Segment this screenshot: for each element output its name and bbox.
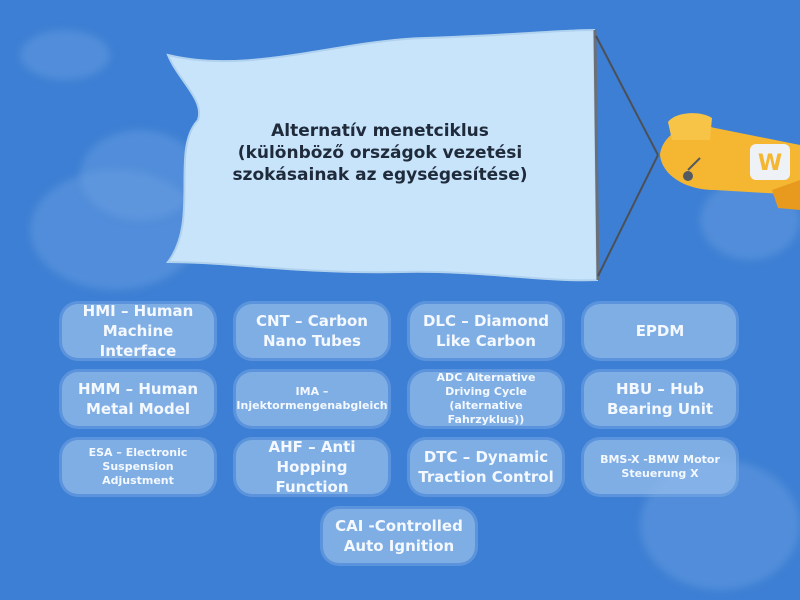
background-cloud <box>20 30 110 80</box>
answer-tile[interactable]: CNT – Carbon Nano Tubes <box>236 304 388 358</box>
banner-line-2: (különböző országok vezetési <box>237 143 523 163</box>
tile-label: DLC – Diamond Like Carbon <box>422 312 550 350</box>
background-cloud <box>30 170 200 290</box>
banner-pole <box>593 29 600 281</box>
answer-tile[interactable]: EPDM <box>584 304 736 358</box>
answer-tile[interactable]: HMM – Human Metal Model <box>62 372 214 426</box>
banner-graphic: W <box>165 28 800 282</box>
answer-tile[interactable]: IMA – Injektormengenabgleich <box>236 372 388 426</box>
banner-line-3: szokásainak az egységesítése) <box>232 165 528 185</box>
banner-flag <box>165 28 599 282</box>
answer-tile[interactable]: ESA – Electronic Suspension Adjustment <box>62 440 214 494</box>
tile-label: CAI -Controlled Auto Ignition <box>335 517 463 555</box>
answer-tile[interactable]: HBU – Hub Bearing Unit <box>584 372 736 426</box>
tile-label: DTC – Dynamic Traction Control <box>418 448 554 486</box>
banner-line-1: Alternatív menetciklus <box>271 121 489 141</box>
svg-text:W: W <box>758 151 782 176</box>
tile-label: BMS-X -BMW Motor Steuerung X <box>600 453 720 480</box>
tile-label: CNT – Carbon Nano Tubes <box>256 312 368 350</box>
tile-label: IMA – Injektormengenabgleich <box>236 385 388 412</box>
banner-text: Alternatív menetciklus (különböző ország… <box>205 120 555 186</box>
answer-tile[interactable]: DTC – Dynamic Traction Control <box>410 440 562 494</box>
tow-rope <box>595 35 659 156</box>
tile-label: AHF – Anti Hopping Function <box>268 438 356 496</box>
airplane-icon: W <box>660 113 800 210</box>
answer-tile[interactable]: BMS-X -BMW Motor Steuerung X <box>584 440 736 494</box>
banner-plane-group: W Alternatív menetciklus (különböző orsz… <box>165 28 800 282</box>
answer-tile[interactable]: CAI -Controlled Auto Ignition <box>323 509 475 563</box>
tow-rope <box>597 154 659 277</box>
answer-tile[interactable]: DLC – Diamond Like Carbon <box>410 304 562 358</box>
tile-label: HMM – Human Metal Model <box>77 380 198 418</box>
background-cloud <box>80 130 200 220</box>
tile-label: HMI – Human Machine Interface <box>82 302 194 360</box>
tile-label: ESA – Electronic Suspension Adjustment <box>88 446 188 487</box>
tile-label: EPDM <box>635 322 685 340</box>
answer-tile[interactable]: HMI – Human Machine Interface <box>62 302 214 360</box>
tile-label: ADC Alternative Driving Cycle (alternati… <box>436 371 536 426</box>
tile-label: HBU – Hub Bearing Unit <box>606 380 714 418</box>
answer-tile[interactable]: AHF – Anti Hopping Function <box>236 438 388 496</box>
answer-tile[interactable]: ADC Alternative Driving Cycle (alternati… <box>410 371 562 426</box>
